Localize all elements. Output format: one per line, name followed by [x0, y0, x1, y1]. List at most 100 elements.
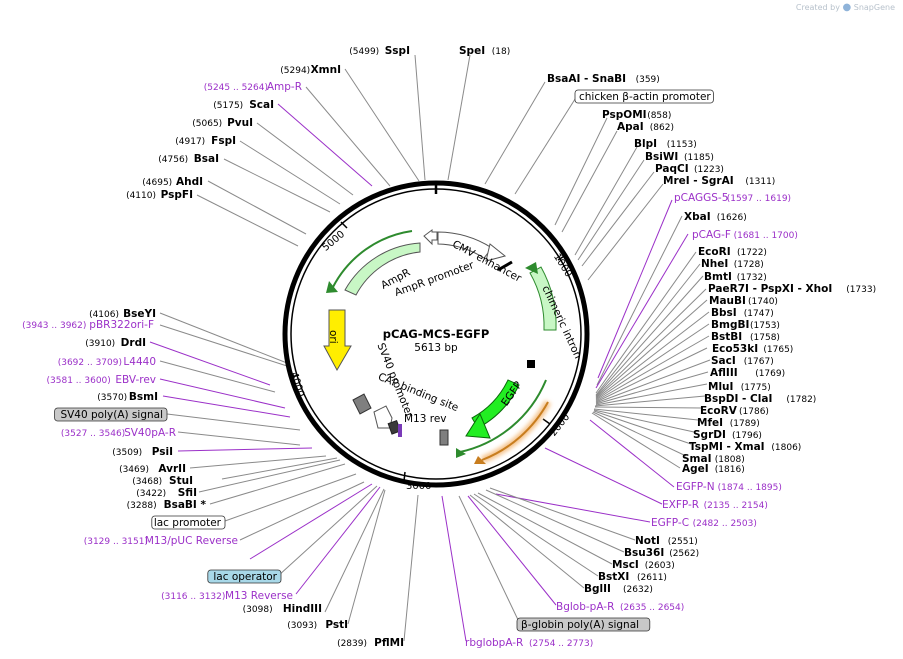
site-label-bglii: BglII(2632) — [584, 583, 653, 595]
site-label-sspi: SspI(5499) — [349, 45, 410, 57]
site-label-chicken-actin-promoter: chicken β-actin promoter — [574, 89, 714, 104]
leader-line — [489, 487, 636, 541]
site-label-agei: AgeI(1816) — [682, 463, 745, 475]
site-position: (5065) — [192, 119, 222, 129]
site-label-scai: ScaI(5175) — [213, 99, 274, 111]
site-label-m13-puc-reverse: M13/pUC Reverse(3129 .. 3151) — [84, 535, 238, 547]
leader-line — [447, 54, 471, 181]
site-name: chicken β-actin promoter — [579, 91, 711, 103]
site-position: (3098) — [243, 605, 273, 615]
leader-line — [441, 495, 467, 642]
site-name: PspFI — [161, 189, 193, 201]
site-label-bmgbi: BmgBI(1753) — [711, 319, 780, 331]
site-position: (1732) — [737, 273, 767, 283]
site-name: pCAGGS-5 — [674, 192, 728, 204]
leader-line — [577, 159, 645, 261]
leader-line — [469, 494, 585, 589]
site-name: SacI — [711, 355, 736, 367]
leader-line — [595, 359, 711, 404]
egfp-arrowhead — [465, 412, 491, 439]
snapgene-logo-icon: ● — [842, 2, 852, 13]
site-position: (3509) — [112, 448, 142, 458]
site-label-amp-r: Amp-R(5245 .. 5264) — [204, 81, 302, 93]
site-label-noti: NotI(2551) — [635, 535, 698, 547]
site-name: XmnI — [311, 64, 341, 76]
leader-line — [484, 81, 546, 185]
plasmid-name: pCAG-MCS-EGFP — [383, 327, 490, 341]
tick-4000-label: 4000 — [288, 371, 306, 399]
leader-line — [514, 95, 578, 195]
site-position: (1758) — [750, 333, 780, 343]
site-label-pflmi: PflMI(2839) — [337, 637, 404, 649]
site-label-sgrdi: SgrDI(1796) — [693, 429, 762, 441]
site-label-psii: PsiI(3509) — [112, 446, 173, 458]
leader-line — [561, 130, 618, 233]
site-name: PaeR7I - PspXI - XhoI — [708, 283, 832, 295]
chicken-actin-promoter-marker — [497, 260, 513, 272]
tick-1000-mark — [557, 254, 567, 261]
site-label-l4440: L4440(3692 .. 3709) — [58, 356, 156, 368]
leader-line — [591, 412, 681, 469]
site-position: (862) — [650, 123, 674, 133]
site-label-stui: StuI(3468) — [132, 475, 193, 487]
site-label-lac-operator: lac operator — [207, 569, 282, 584]
leader-line — [595, 371, 709, 405]
leader-line — [595, 299, 708, 399]
tick-4000-mark — [290, 374, 300, 378]
leader-line — [458, 495, 521, 625]
leader-line — [495, 493, 651, 523]
site-name: BmtI — [704, 271, 732, 283]
site-name: AvrII — [158, 463, 186, 475]
site-position: (1626) — [717, 213, 747, 223]
site-position: (5294) — [280, 66, 310, 76]
site-name: Eco53kI — [712, 343, 758, 355]
site-name: MreI - SgrAI — [663, 175, 734, 187]
site-name: ApaI — [617, 121, 644, 133]
leader-line — [581, 171, 655, 267]
site-name: BsiWI — [645, 151, 678, 163]
site-position: (1681 .. 1700) — [734, 231, 798, 241]
site-name: Bsu36I — [624, 547, 664, 559]
site-label-pcag-f: pCAG-F(1681 .. 1700) — [692, 229, 798, 241]
site-name: rbglobpA-R — [465, 637, 523, 649]
feature-box-bg — [207, 569, 282, 584]
site-position: (1747) — [744, 309, 774, 319]
leader-line — [305, 86, 391, 187]
site-position: (1816) — [715, 465, 745, 475]
site-label-bsai: BsaI(4756) — [158, 153, 219, 165]
site-position: (1733) — [846, 285, 876, 295]
leader-line — [595, 383, 708, 406]
site-position: (2135 .. 2154) — [704, 501, 768, 511]
site-position: (2603) — [645, 561, 675, 571]
leader-line — [239, 481, 365, 541]
site-name: MluI — [708, 381, 733, 393]
ampr-strand-arrowhead — [326, 281, 338, 293]
feature-box-bg — [516, 617, 651, 632]
site-label-bmti: BmtI (1732) — [704, 271, 767, 283]
site-label-globin-poly-a-signal: β-globin poly(A) signal — [516, 617, 651, 632]
leader-line — [159, 324, 288, 367]
leader-line — [595, 233, 689, 389]
leader-line — [593, 409, 695, 433]
site-name: PaqCI — [655, 163, 689, 175]
site-label-egfp-n: EGFP-N(1874 .. 1895) — [676, 481, 782, 493]
feature-box-bg — [54, 407, 168, 422]
leader-line — [554, 117, 608, 226]
site-label-paqci: PaqCI(1223) — [655, 163, 724, 175]
site-position: (1597 .. 1619) — [727, 194, 791, 204]
site-position: (2635 .. 2654) — [620, 603, 684, 613]
site-name: BsaI — [194, 153, 219, 165]
leader-line — [485, 489, 625, 553]
site-position: (2551) — [668, 537, 698, 547]
feature-arrows — [323, 229, 557, 464]
site-name: SspI — [385, 45, 410, 57]
site-label-tspmi-xmai: TspMI - XmaI(1806) — [689, 441, 801, 453]
ampr-promoter-arrow — [423, 229, 438, 246]
site-position: (2754 .. 2773) — [529, 639, 593, 649]
site-label-eco53ki: Eco53kI(1765) — [712, 343, 793, 355]
site-position: (3468) — [132, 477, 162, 487]
mcs-marker — [527, 360, 535, 368]
cap-binding-site-label: CAP binding site — [376, 371, 460, 414]
site-label-pvui: PvuI(5065) — [192, 117, 253, 129]
